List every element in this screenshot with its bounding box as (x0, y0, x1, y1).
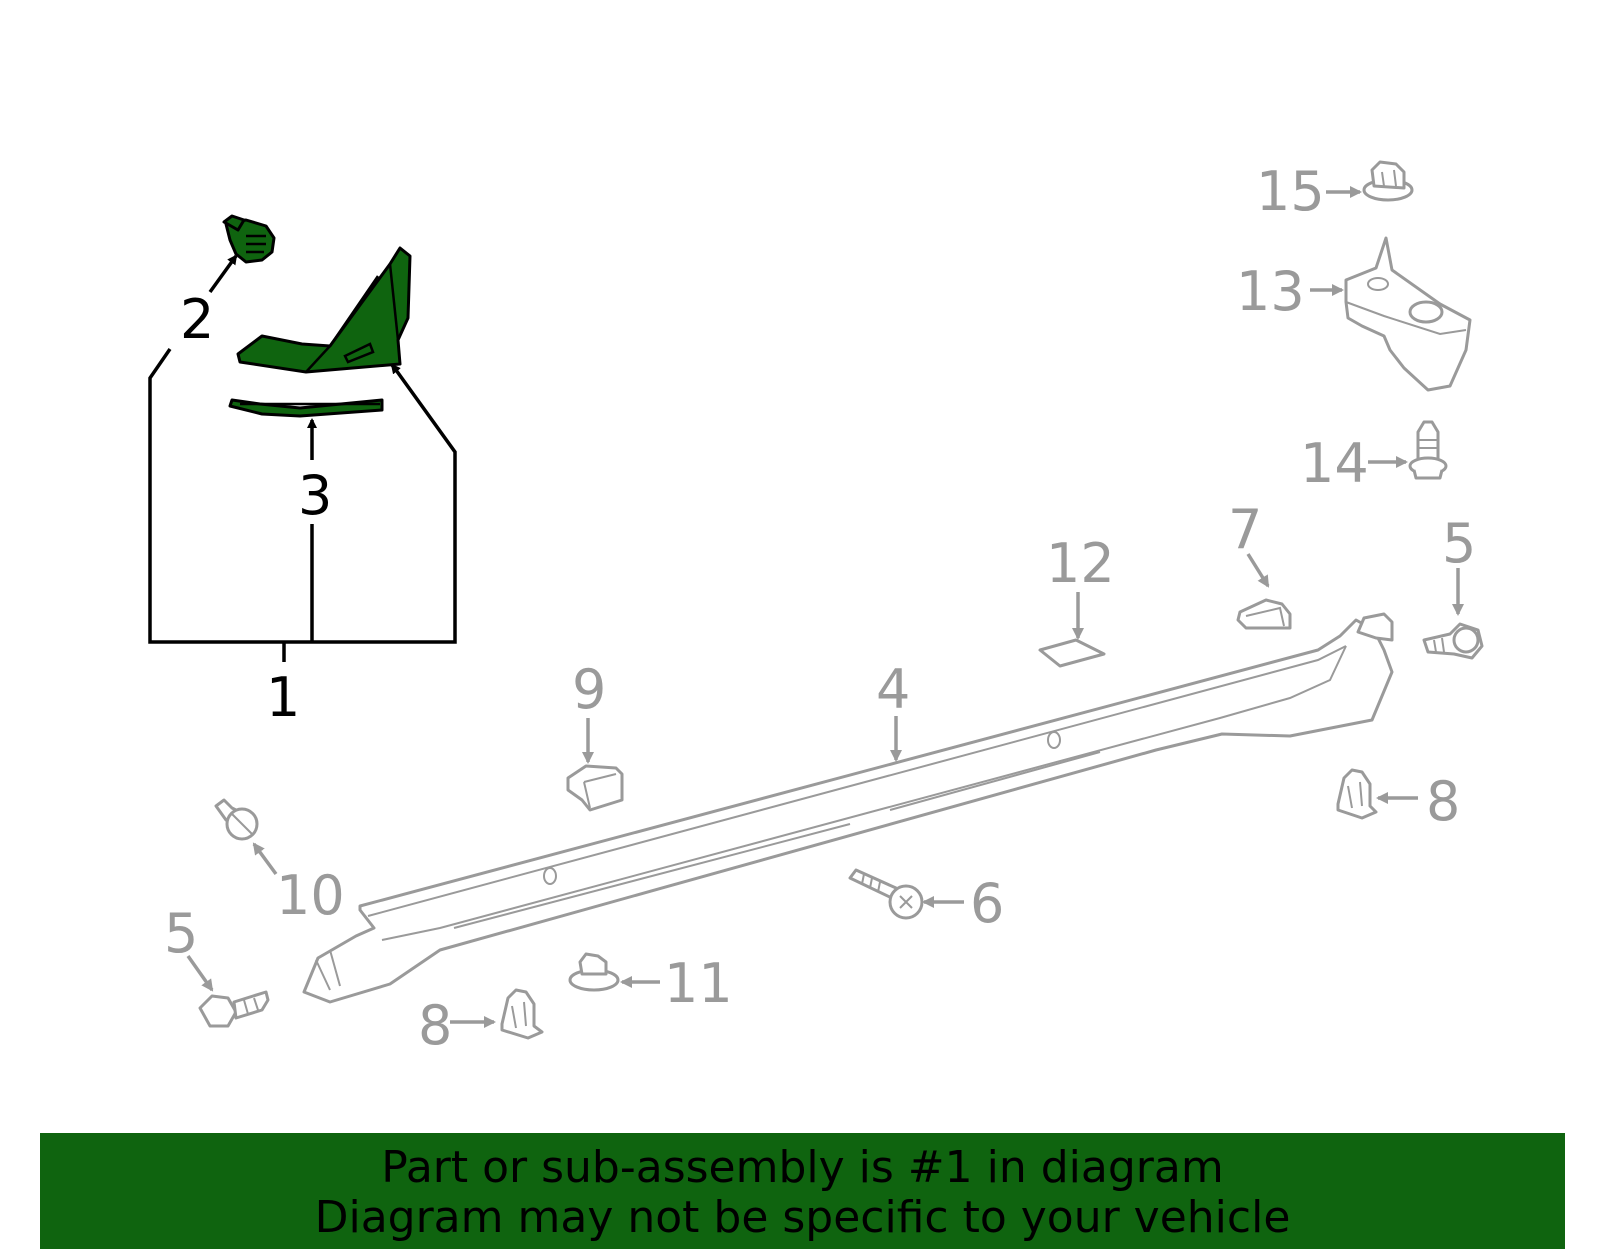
callout-15: 15 (1256, 160, 1325, 223)
callout-14: 14 (1300, 432, 1369, 495)
callout-3: 3 (298, 464, 332, 527)
part-7-clip[interactable] (1236, 598, 1292, 630)
callout-2: 2 (180, 288, 214, 351)
part-6-screw[interactable] (848, 868, 924, 920)
notice-banner: Part or sub-assembly is #1 in diagram Di… (40, 1133, 1565, 1249)
part-12-pad[interactable] (1038, 638, 1106, 668)
part-15-nut[interactable] (1362, 160, 1414, 202)
callout-11: 11 (664, 952, 733, 1015)
part-10-push-pin[interactable] (214, 798, 259, 841)
callout-8-right: 8 (1426, 770, 1460, 833)
callout-1-bracket-lines (148, 254, 457, 662)
part-3-strip[interactable] (228, 398, 384, 418)
part-1-assembly[interactable] (222, 214, 412, 418)
callout-4: 4 (876, 658, 910, 721)
banner-line-2: Diagram may not be specific to your vehi… (314, 1192, 1291, 1243)
callout-12: 12 (1046, 532, 1115, 595)
callout-8-left: 8 (418, 994, 452, 1057)
part-8-clip-left[interactable] (500, 988, 544, 1040)
part-4-rocker-moulding[interactable] (302, 612, 1394, 1004)
part-13-bracket[interactable] (1344, 236, 1472, 392)
part-9-block[interactable] (566, 764, 624, 812)
callout-1: 1 (266, 666, 300, 729)
callout-leader-lines (186, 186, 1464, 1028)
part-2-clip[interactable] (222, 214, 276, 264)
part-14-bolt[interactable] (1408, 420, 1448, 480)
part-8-clip-right[interactable] (1336, 768, 1378, 820)
callout-13: 13 (1236, 260, 1305, 323)
callout-5-left: 5 (164, 902, 198, 965)
callout-7: 7 (1228, 498, 1262, 561)
callout-5-right: 5 (1442, 512, 1476, 575)
part-1-bracket[interactable] (236, 246, 412, 374)
part-5-bolt-right[interactable] (1422, 622, 1484, 660)
callout-9: 9 (572, 658, 606, 721)
banner-line-1: Part or sub-assembly is #1 in diagram (381, 1142, 1224, 1193)
part-5-bolt-left[interactable] (198, 990, 270, 1028)
callout-labels: 1 2 3 4 5 5 6 7 8 8 9 10 11 12 13 14 15 (164, 160, 1476, 1057)
part-11-nut[interactable] (568, 952, 620, 992)
callout-10: 10 (276, 864, 345, 927)
callout-6: 6 (970, 872, 1004, 935)
